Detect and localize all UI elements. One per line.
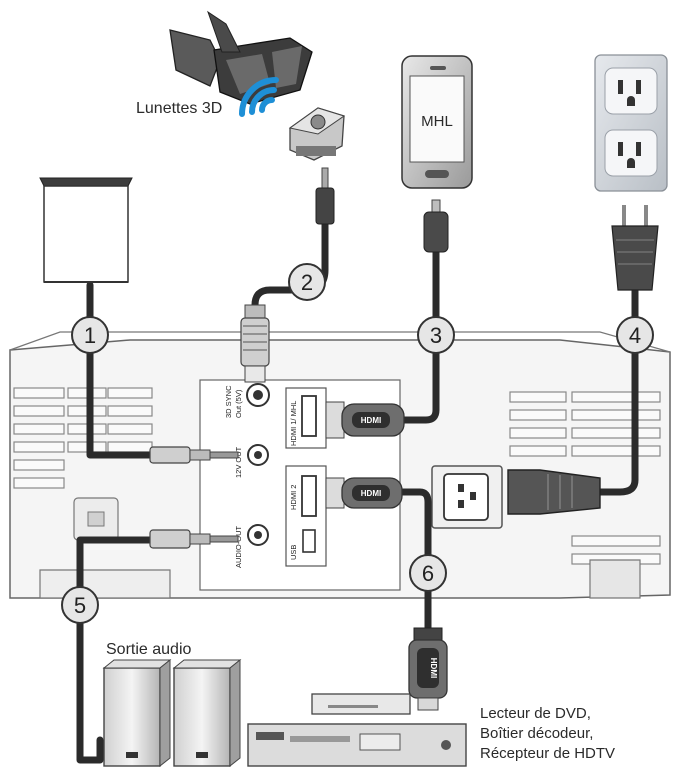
port-label-hdmi2: HDMI 2 — [289, 485, 298, 510]
speakers — [102, 658, 242, 768]
power-plug — [507, 469, 601, 515]
cable-badge-6: 6 — [409, 554, 447, 592]
right-vent-grille — [509, 391, 661, 565]
port-label-hdmi1: HDMI 1/ MHL — [289, 401, 298, 446]
svg-text:3: 3 — [430, 323, 442, 348]
hdmi-logo-1: HDMI — [361, 416, 381, 425]
wall-plug — [611, 205, 659, 291]
port-label-usb: USB — [289, 545, 298, 560]
usb-port[interactable] — [302, 529, 316, 553]
hdmi-plug-2: HDMI — [325, 477, 403, 509]
source-devices — [247, 693, 467, 767]
mhl-smartphone: MHL — [401, 55, 473, 189]
cable-badge-2: 2 — [288, 263, 326, 301]
hdmi-logo-dvd: HDMI — [429, 658, 438, 678]
jack-plug-audio — [149, 529, 239, 549]
cable-badges: 1 2 3 4 5 6 — [61, 263, 654, 624]
phone-screen-label: MHL — [421, 113, 453, 130]
label-audio-out: Sortie audio — [106, 641, 191, 658]
label-source-1: Lecteur de DVD, — [480, 705, 591, 722]
emitter-jack-plug — [315, 167, 335, 225]
hdmi-logo-2: HDMI — [361, 489, 381, 498]
mhl-micro-plug — [423, 199, 449, 253]
cable-badge-1: 1 — [71, 316, 109, 354]
port-label-3d-sync: 3D SYNC — [224, 385, 233, 418]
svg-text:4: 4 — [629, 323, 641, 348]
label-3d-glasses: Lunettes 3D — [136, 100, 222, 117]
hdmi-plug-dvd: HDMI — [408, 627, 448, 711]
port-label-3d-sync-2: Out (5V) — [234, 389, 243, 418]
svg-text:1: 1 — [84, 323, 96, 348]
svg-text:2: 2 — [301, 270, 313, 295]
cable-badge-3: 3 — [417, 316, 455, 354]
3d-emitter-image — [288, 107, 346, 161]
hdmi-plug-1: HDMI — [325, 401, 405, 439]
port-label-12v: 12V OUT — [234, 446, 243, 478]
3d-glasses-image — [169, 10, 313, 105]
hdmi1-port[interactable] — [301, 395, 317, 437]
vesa-plug-3d-sync — [240, 304, 270, 383]
wireless-signal-icon — [239, 77, 279, 117]
projector-rear-panel: 3D SYNC Out (5V) 12V OUT AUDIO-OUT HDMI … — [9, 331, 671, 599]
cable-badge-4: 4 — [616, 316, 654, 354]
jack-plug-12v — [149, 446, 239, 464]
wall-outlet — [594, 54, 668, 192]
projection-screen — [39, 177, 133, 283]
svg-text:6: 6 — [422, 561, 434, 586]
hdmi2-port[interactable] — [301, 475, 317, 517]
cable-badge-5: 5 — [61, 586, 99, 624]
port-label-audio: AUDIO-OUT — [234, 526, 243, 569]
svg-text:5: 5 — [74, 593, 86, 618]
label-source-2: Boîtier décodeur, — [480, 725, 593, 742]
label-source-3: Récepteur de HDTV — [480, 745, 615, 762]
